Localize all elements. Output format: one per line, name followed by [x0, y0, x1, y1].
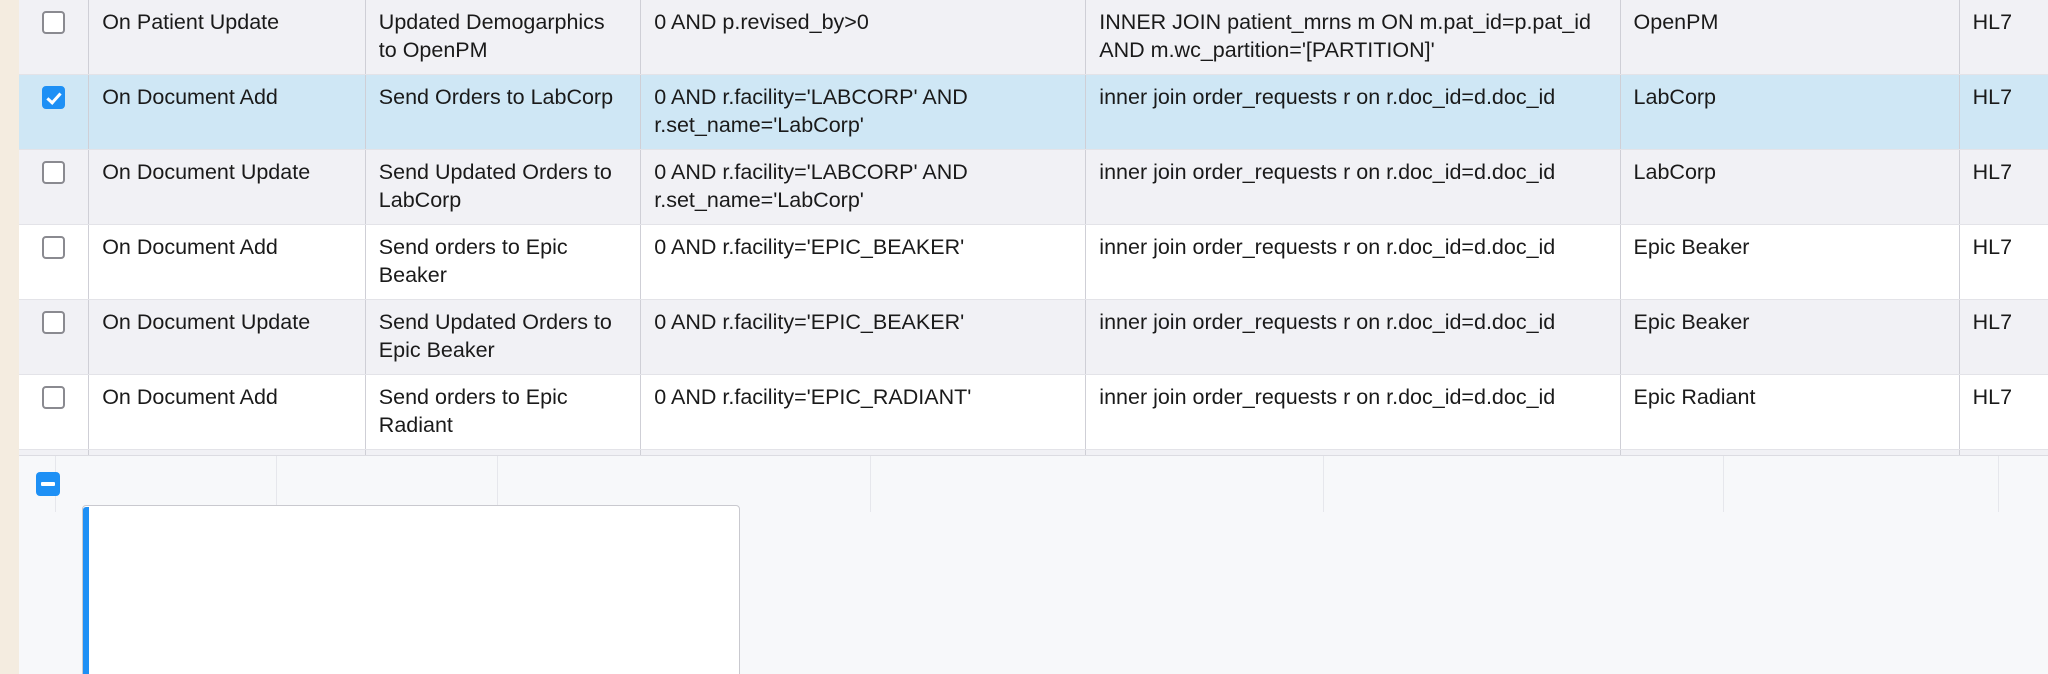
cell-join[interactable]: inner join order_requests r on r.doc_id=… [1085, 374, 1621, 451]
cell-type[interactable]: HL7 [1959, 149, 2048, 226]
row-checkbox[interactable] [42, 386, 66, 410]
row-checkbox[interactable] [42, 311, 66, 335]
row-select-cell[interactable] [19, 299, 90, 376]
cell-description[interactable]: Send orders to Epic Radiant [365, 374, 642, 451]
minus-icon[interactable] [36, 472, 60, 496]
cell-criteria[interactable]: 0 AND r.facility='EPIC_BEAKER' [640, 299, 1087, 376]
row-select-cell[interactable] [19, 149, 90, 226]
cell-criteria[interactable]: 0 AND r.facility='EPIC_BEAKER' [640, 224, 1087, 301]
detail-subpanel[interactable] [82, 505, 740, 674]
footer-column-divider [1998, 456, 1999, 512]
cell-type[interactable]: HL7 [1959, 299, 2048, 376]
cell-criteria[interactable]: 0 AND p.revised_by>0 [640, 0, 1087, 76]
page-left-gutter [0, 0, 19, 674]
row-checkbox[interactable] [42, 161, 66, 185]
cell-description[interactable]: Send Updated Orders to LabCorp [365, 149, 642, 226]
subpanel-accent-bar [83, 507, 89, 674]
cell-system[interactable]: LabCorp [1620, 149, 1960, 226]
cell-description[interactable]: Send Orders to LabCorp [365, 74, 642, 151]
row-checkbox-checked[interactable] [42, 86, 66, 110]
cell-type[interactable]: HL7 [1959, 224, 2048, 301]
cell-join[interactable]: INNER JOIN patient_mrns m ON m.pat_id=p.… [1085, 0, 1621, 76]
footer-column-divider [870, 456, 871, 512]
footer-column-divider [497, 456, 498, 512]
cell-event[interactable]: On Document Add [88, 374, 366, 451]
cell-join[interactable]: inner join order_requests r on r.doc_id=… [1085, 149, 1621, 226]
cell-type[interactable]: HL7 [1959, 74, 2048, 151]
cell-event[interactable]: On Document Update [88, 299, 366, 376]
cell-join[interactable]: inner join order_requests r on r.doc_id=… [1085, 299, 1621, 376]
row-select-cell[interactable] [19, 374, 90, 451]
cell-description[interactable]: Send Updated Orders to Epic Beaker [365, 299, 642, 376]
cell-description[interactable]: Updated Demogarphics to OpenPM [365, 0, 642, 76]
cell-event[interactable]: On Document Add [88, 224, 366, 301]
cell-event[interactable]: On Patient Update [88, 0, 366, 76]
cell-description[interactable]: Send orders to Epic Beaker [365, 224, 642, 301]
cell-join[interactable]: inner join order_requests r on r.doc_id=… [1085, 74, 1621, 151]
cell-type[interactable]: HL7 [1959, 374, 2048, 451]
row-checkbox[interactable] [42, 236, 66, 260]
cell-event[interactable]: On Document Add [88, 74, 366, 151]
row-select-cell[interactable] [19, 224, 90, 301]
row-select-cell[interactable] [19, 0, 90, 76]
cell-system[interactable]: Epic Beaker [1620, 299, 1960, 376]
footer-column-divider [1323, 456, 1324, 512]
cell-criteria[interactable]: 0 AND r.facility='EPIC_RADIANT' [640, 374, 1087, 451]
cell-criteria[interactable]: 0 AND r.facility='LABCORP' AND r.set_nam… [640, 149, 1087, 226]
cell-system[interactable]: LabCorp [1620, 74, 1960, 151]
cell-system[interactable]: Epic Radiant [1620, 374, 1960, 451]
cell-criteria[interactable]: 0 AND r.facility='LABCORP' AND r.set_nam… [640, 74, 1087, 151]
cell-event[interactable]: On Document Update [88, 149, 366, 226]
row-checkbox[interactable] [42, 11, 66, 34]
cell-system[interactable]: OpenPM [1620, 0, 1960, 76]
cell-join[interactable]: inner join order_requests r on r.doc_id=… [1085, 224, 1621, 301]
footer-column-divider [1723, 456, 1724, 512]
footer-column-divider [276, 456, 277, 512]
row-select-cell[interactable] [19, 74, 90, 151]
cell-system[interactable]: Epic Beaker [1620, 224, 1960, 301]
cell-type[interactable]: HL7 [1959, 0, 2048, 76]
